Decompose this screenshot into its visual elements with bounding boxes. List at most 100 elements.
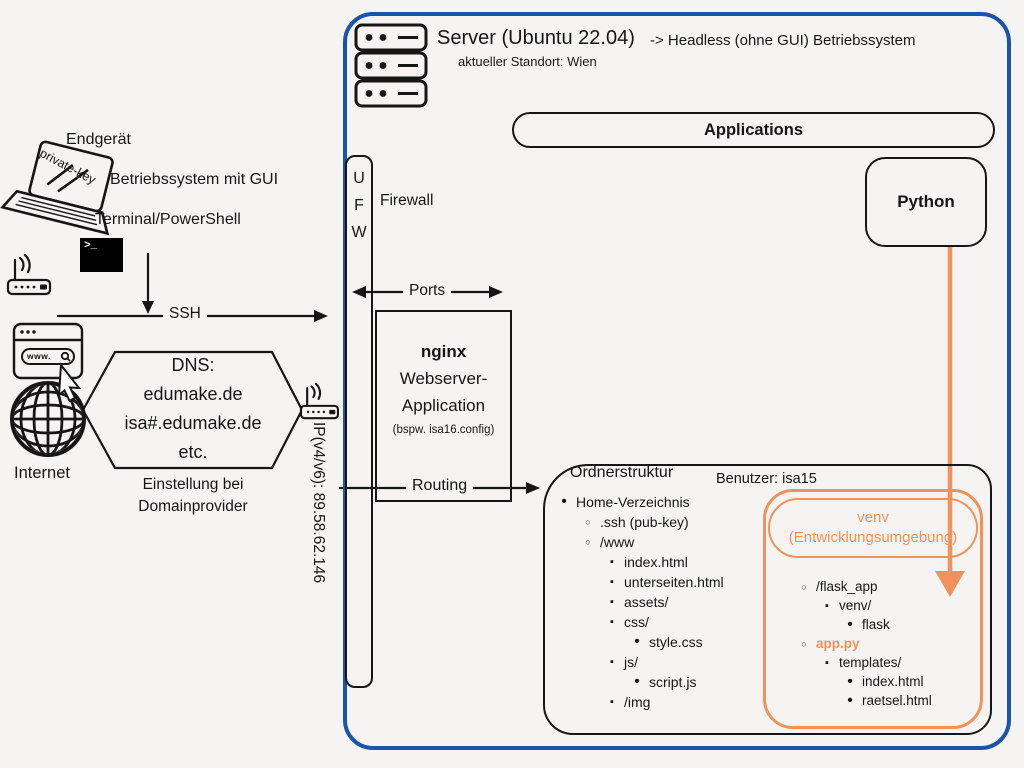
dns-line: edumake.de xyxy=(143,384,243,404)
tree-label: unterseiten.html xyxy=(624,574,724,590)
nginx-note: (bspw. isa16.config) xyxy=(392,424,495,436)
routing-label: Routing xyxy=(406,477,474,495)
terminal-icon xyxy=(80,238,123,272)
ip-label: IP(v4/v6): 89.58.62.146 xyxy=(310,422,327,584)
tree-label: /flask_app xyxy=(816,579,878,594)
tree-item: index.html xyxy=(796,672,932,691)
client-os-label: Betriebssystem mit GUI xyxy=(110,171,279,188)
applications-pill: Applications xyxy=(512,112,995,148)
laptop-icon xyxy=(0,140,114,236)
tree-label: venv/ xyxy=(839,598,872,613)
bullet-icon xyxy=(842,673,858,691)
internet-label: Internet xyxy=(14,464,70,482)
ports-label: Ports xyxy=(403,282,452,300)
terminal-prompt-glyph: >_ xyxy=(84,240,98,252)
server-title: Server (Ubuntu 22.04) xyxy=(437,27,635,49)
benutzer-label: Benutzer: isa15 xyxy=(716,471,817,487)
nginx-name: nginx xyxy=(420,342,467,361)
router-icon xyxy=(6,253,52,296)
folder-tree: Home-Verzeichnis .ssh (pub-key) /www ind… xyxy=(556,492,724,712)
tree-item: assets/ xyxy=(556,592,724,612)
tree-item: .ssh (pub-key) xyxy=(556,512,724,532)
tree-item: templates/ xyxy=(796,653,932,672)
tree-item: js/ xyxy=(556,652,724,672)
tree-label: js/ xyxy=(624,654,638,670)
tree-label: templates/ xyxy=(839,655,902,670)
client-terminal-label: Terminal/PowerShell xyxy=(95,211,241,228)
nginx-line3: Application xyxy=(401,396,486,415)
dns-line: etc. xyxy=(178,442,208,462)
dns-line: DNS: xyxy=(171,355,215,375)
dns-caption-line: Einstellung bei xyxy=(142,476,244,493)
tree-item: venv/ xyxy=(796,596,932,615)
tree-label-highlight: app.py xyxy=(816,636,860,651)
venv-subtitle: (Entwicklungsumgebung) xyxy=(788,529,958,546)
tree-label: script.js xyxy=(649,674,697,690)
dns-caption: Einstellung bei Domainprovider xyxy=(100,474,286,518)
ufw-bar: U F W xyxy=(345,155,373,688)
bullet-icon xyxy=(819,657,835,669)
nginx-line2: Webserver- xyxy=(399,369,488,388)
bullet-icon xyxy=(604,556,620,568)
client-down-arrow xyxy=(142,253,154,314)
dns-line: isa#.edumake.de xyxy=(124,413,262,433)
bullet-icon xyxy=(604,656,620,668)
browser-url-text: www. xyxy=(27,351,51,361)
router-icon xyxy=(299,382,340,420)
tree-label: Home-Verzeichnis xyxy=(576,494,690,510)
tree-label: index.html xyxy=(624,554,688,570)
python-label: Python xyxy=(897,192,955,211)
bullet-icon xyxy=(580,517,596,527)
server-icon xyxy=(354,23,428,108)
bullet-icon xyxy=(604,616,620,628)
ufw-letter: U xyxy=(353,170,365,187)
bullet-icon xyxy=(580,537,596,547)
tree-label: .ssh (pub-key) xyxy=(600,514,689,530)
applications-label: Applications xyxy=(703,120,803,139)
ordnerstruktur-title: Ordnerstruktur xyxy=(570,464,674,481)
cursor-icon xyxy=(57,362,82,403)
tree-label: /www xyxy=(600,534,635,550)
bullet-icon xyxy=(604,696,620,708)
bullet-icon xyxy=(604,596,620,608)
tree-item: index.html xyxy=(556,552,724,572)
ordnerstruktur-box xyxy=(543,464,992,735)
bullet-icon xyxy=(842,692,858,710)
ufw-letter: F xyxy=(354,197,364,214)
tree-item: Home-Verzeichnis xyxy=(556,492,724,512)
bullet-icon xyxy=(796,582,812,592)
tree-item: raetsel.html xyxy=(796,691,932,710)
tree-item: unterseiten.html xyxy=(556,572,724,592)
bullet-icon xyxy=(819,600,835,612)
tree-label: index.html xyxy=(862,674,924,689)
tree-item: css/ xyxy=(556,612,724,632)
bullet-icon xyxy=(796,639,812,649)
tree-item: script.js xyxy=(556,672,724,692)
dns-text-block: DNS: edumake.de isa#.edumake.de etc. xyxy=(100,351,286,467)
tree-label: assets/ xyxy=(624,594,669,610)
tree-item: app.py xyxy=(796,634,932,653)
flask-tree: /flask_app venv/ flask app.py templates/… xyxy=(796,577,932,710)
bullet-icon xyxy=(604,576,620,588)
firewall-label: Firewall xyxy=(380,192,434,209)
globe-icon xyxy=(10,381,86,457)
bullet-icon xyxy=(629,673,645,691)
tree-label: style.css xyxy=(649,634,703,650)
ufw-letter: W xyxy=(351,224,367,241)
tree-item: flask xyxy=(796,615,932,634)
venv-box xyxy=(763,489,983,729)
server-subtitle: -> Headless (ohne GUI) Betriebssystem xyxy=(650,32,916,49)
server-location: aktueller Standort: Wien xyxy=(458,54,597,69)
nginx-box: nginx Webserver- Application (bspw. isa1… xyxy=(375,310,512,502)
python-box: Python xyxy=(865,157,987,247)
venv-title: venv xyxy=(857,509,889,526)
dns-caption-line: Domainprovider xyxy=(138,498,248,515)
tree-item: /www xyxy=(556,532,724,552)
tree-label: flask xyxy=(862,617,890,632)
bullet-icon xyxy=(556,493,572,511)
browser-icon xyxy=(12,322,84,380)
bullet-icon xyxy=(629,633,645,651)
tree-label: raetsel.html xyxy=(862,693,932,708)
